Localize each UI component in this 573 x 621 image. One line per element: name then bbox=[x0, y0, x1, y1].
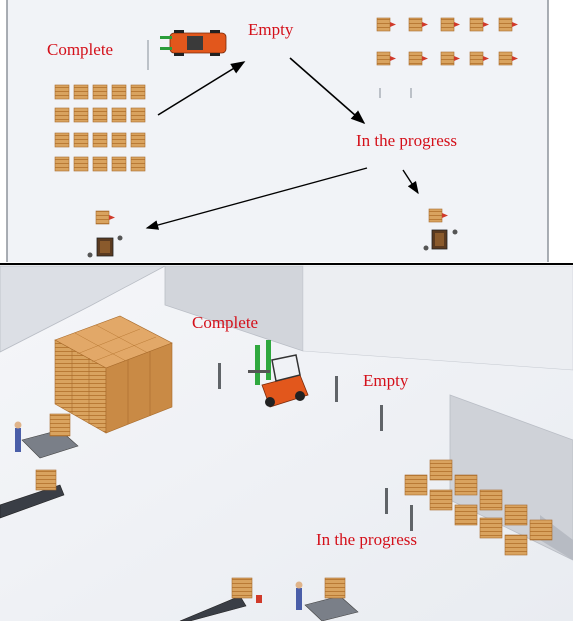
crate-stack bbox=[130, 107, 146, 123]
label-empty-top: Empty bbox=[248, 20, 294, 39]
crate-stack bbox=[92, 132, 108, 148]
arrow-empty-to-progress bbox=[289, 57, 366, 125]
door-mark bbox=[218, 363, 221, 389]
top-panel bbox=[6, 0, 549, 262]
crate bbox=[469, 17, 484, 32]
crate-stack bbox=[111, 107, 127, 123]
crate bbox=[408, 51, 423, 66]
door-mark bbox=[385, 488, 388, 514]
label-complete-top: Complete bbox=[47, 40, 114, 59]
crate-stack bbox=[73, 84, 89, 100]
crate-stack bbox=[111, 84, 127, 100]
label-progress-bottom: In the progress bbox=[316, 530, 418, 549]
worker-figure bbox=[296, 588, 302, 610]
crate-stack bbox=[111, 156, 127, 172]
crate bbox=[440, 51, 455, 66]
crate bbox=[498, 51, 513, 66]
back-left-wall bbox=[0, 265, 166, 353]
crate-stack bbox=[92, 107, 108, 123]
crate-stack bbox=[130, 156, 146, 172]
arrow-complete-to-empty bbox=[157, 61, 246, 116]
back-right-area bbox=[302, 265, 573, 371]
door-mark bbox=[380, 405, 383, 431]
crate-stack bbox=[92, 84, 108, 100]
label-complete-bottom: Complete bbox=[192, 313, 259, 332]
bottom-workstation-3d bbox=[295, 577, 359, 621]
forklift-topview bbox=[160, 30, 227, 56]
arrow-progress-to-left bbox=[145, 167, 368, 230]
forklift-3d bbox=[248, 340, 309, 408]
crate bbox=[469, 51, 484, 66]
crate bbox=[376, 51, 391, 66]
workstation-right bbox=[423, 208, 458, 251]
crate-stack bbox=[130, 84, 146, 100]
conveyor-left bbox=[0, 469, 65, 519]
crate bbox=[440, 17, 455, 32]
arrow-progress-to-right bbox=[402, 169, 419, 195]
conveyor-bottom bbox=[179, 577, 262, 621]
crate-stack bbox=[54, 156, 70, 172]
progress-crate-cluster bbox=[404, 459, 553, 556]
worker-figure bbox=[15, 428, 21, 452]
complete-crate-grid bbox=[54, 84, 146, 172]
crate-stack bbox=[54, 84, 70, 100]
label-empty-bottom: Empty bbox=[363, 371, 409, 390]
crate-stack bbox=[73, 107, 89, 123]
crate bbox=[376, 17, 391, 32]
crate bbox=[408, 17, 423, 32]
crate-stack bbox=[130, 132, 146, 148]
workstation-left bbox=[87, 210, 123, 258]
crate-stack bbox=[73, 132, 89, 148]
crate-stack bbox=[92, 156, 108, 172]
crate-stack bbox=[54, 107, 70, 123]
crate-stack bbox=[54, 132, 70, 148]
bottom-panel bbox=[0, 265, 573, 621]
door-mark bbox=[410, 505, 413, 531]
crate bbox=[498, 17, 513, 32]
complete-crate-block bbox=[54, 315, 173, 434]
left-workstation-3d bbox=[14, 413, 79, 459]
crate-stack bbox=[73, 156, 89, 172]
progress-crate-grid bbox=[376, 17, 518, 66]
crate-stack bbox=[111, 132, 127, 148]
door-mark bbox=[335, 376, 338, 402]
label-progress-top: In the progress bbox=[356, 131, 458, 150]
